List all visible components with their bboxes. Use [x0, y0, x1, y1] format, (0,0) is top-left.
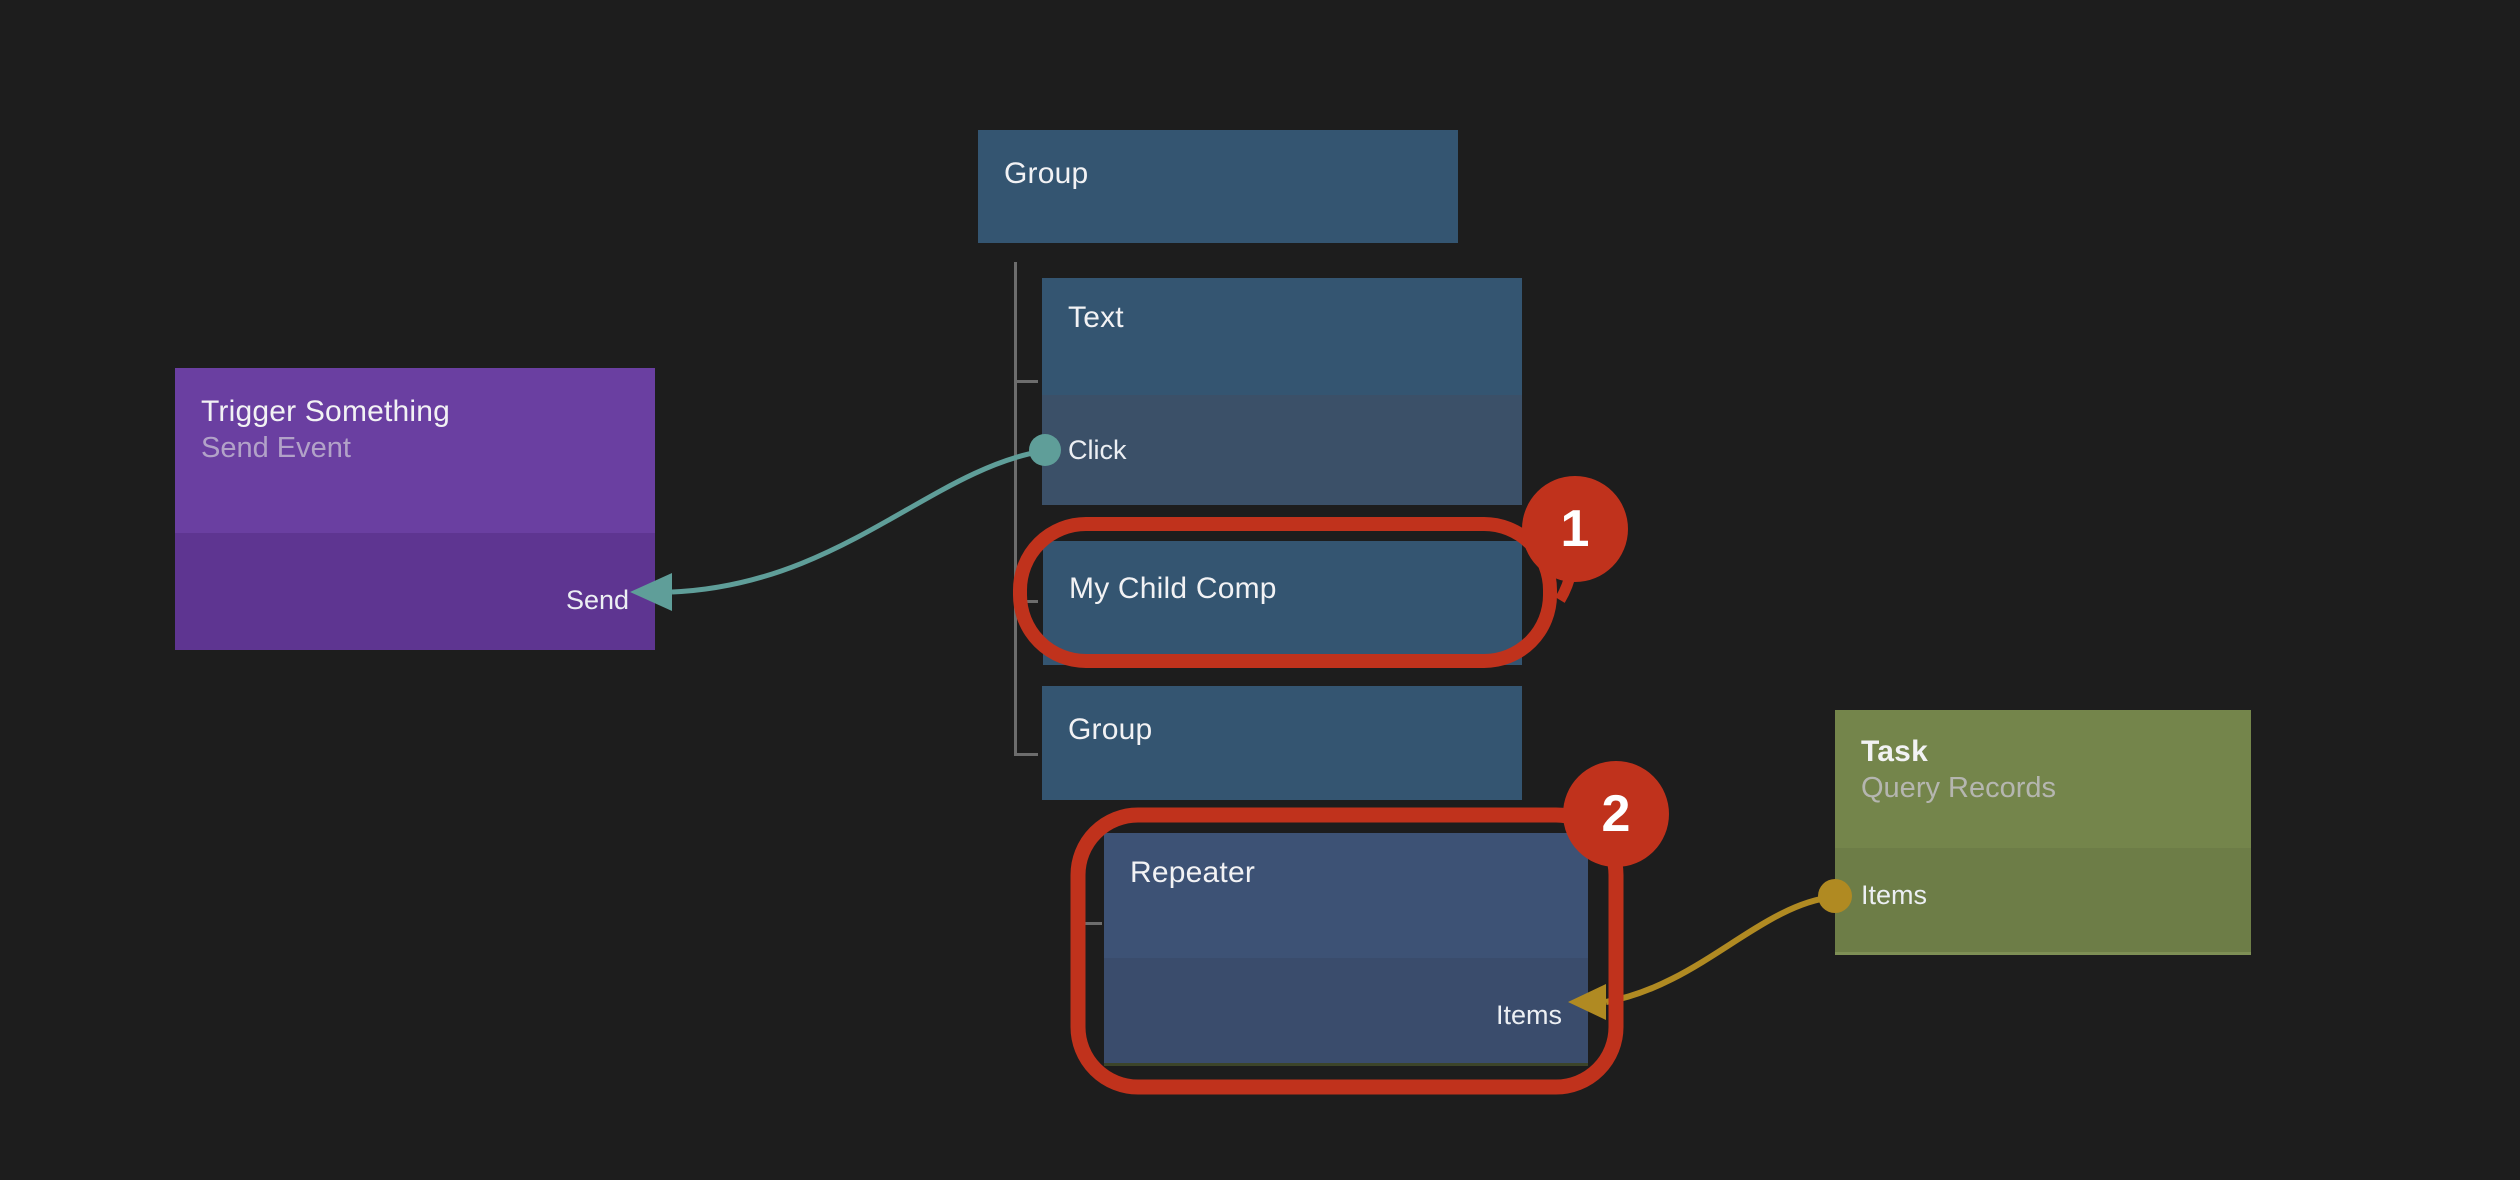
task-title: Task [1861, 735, 1928, 768]
data-wire-items-to-repeater [1605, 894, 1834, 1005]
trigger-title: Trigger Something [201, 395, 451, 428]
annotation-badge-2-label: 2 [1601, 785, 1631, 843]
repeater-title: Repeater [1130, 856, 1256, 889]
repeater-body: Items [1104, 958, 1588, 1066]
task-body: Items [1835, 848, 2251, 955]
task-subtitle: Query Records [1861, 772, 2057, 804]
repeater-node[interactable]: Repeater Items [1104, 833, 1588, 1066]
task-header: Task Query Records [1835, 710, 2251, 848]
my-child-comp-header: My Child Comp [1043, 541, 1522, 607]
trigger-body: Send [175, 533, 655, 650]
trigger-something-node[interactable]: Trigger Something Send Event Send [175, 368, 655, 650]
tree-branch-child-comp [1014, 600, 1038, 603]
repeater-header: Repeater [1104, 833, 1588, 958]
child-group-title: Group [1068, 713, 1153, 746]
tree-trunk-line [1014, 262, 1017, 756]
text-node-title: Text [1068, 301, 1124, 334]
annotation-badge-1: 1 [1522, 476, 1628, 582]
task-node[interactable]: Task Query Records Items [1835, 710, 2251, 955]
annotation-badge-1-label: 1 [1560, 500, 1590, 558]
text-node-click-port[interactable]: Click [1068, 435, 1127, 465]
my-child-comp-node[interactable]: My Child Comp [1043, 541, 1522, 665]
event-wire-click-to-send [671, 448, 1044, 595]
tree-branch-group [1014, 753, 1038, 756]
task-items-port[interactable]: Items [1861, 880, 1928, 910]
child-group-node[interactable]: Group [1042, 686, 1522, 800]
root-group-node[interactable]: Group [978, 130, 1458, 243]
repeater-items-port[interactable]: Items [1495, 1000, 1562, 1030]
tree-branch-repeater [1078, 922, 1102, 925]
my-child-comp-title: My Child Comp [1069, 572, 1277, 605]
root-group-title: Group [1004, 157, 1089, 190]
trigger-header: Trigger Something Send Event [175, 368, 655, 533]
annotation-badge-2: 2 [1563, 761, 1669, 867]
text-node[interactable]: Text Click [1042, 278, 1522, 505]
text-node-header: Text [1042, 278, 1522, 395]
tree-branch-text [1014, 380, 1038, 383]
trigger-send-port[interactable]: Send [565, 585, 629, 615]
tree-trunk-line-repeater [1078, 845, 1081, 925]
text-node-body: Click [1042, 395, 1522, 505]
root-group-header: Group [978, 130, 1458, 192]
child-group-header: Group [1042, 686, 1522, 748]
trigger-subtitle: Send Event [201, 432, 351, 464]
